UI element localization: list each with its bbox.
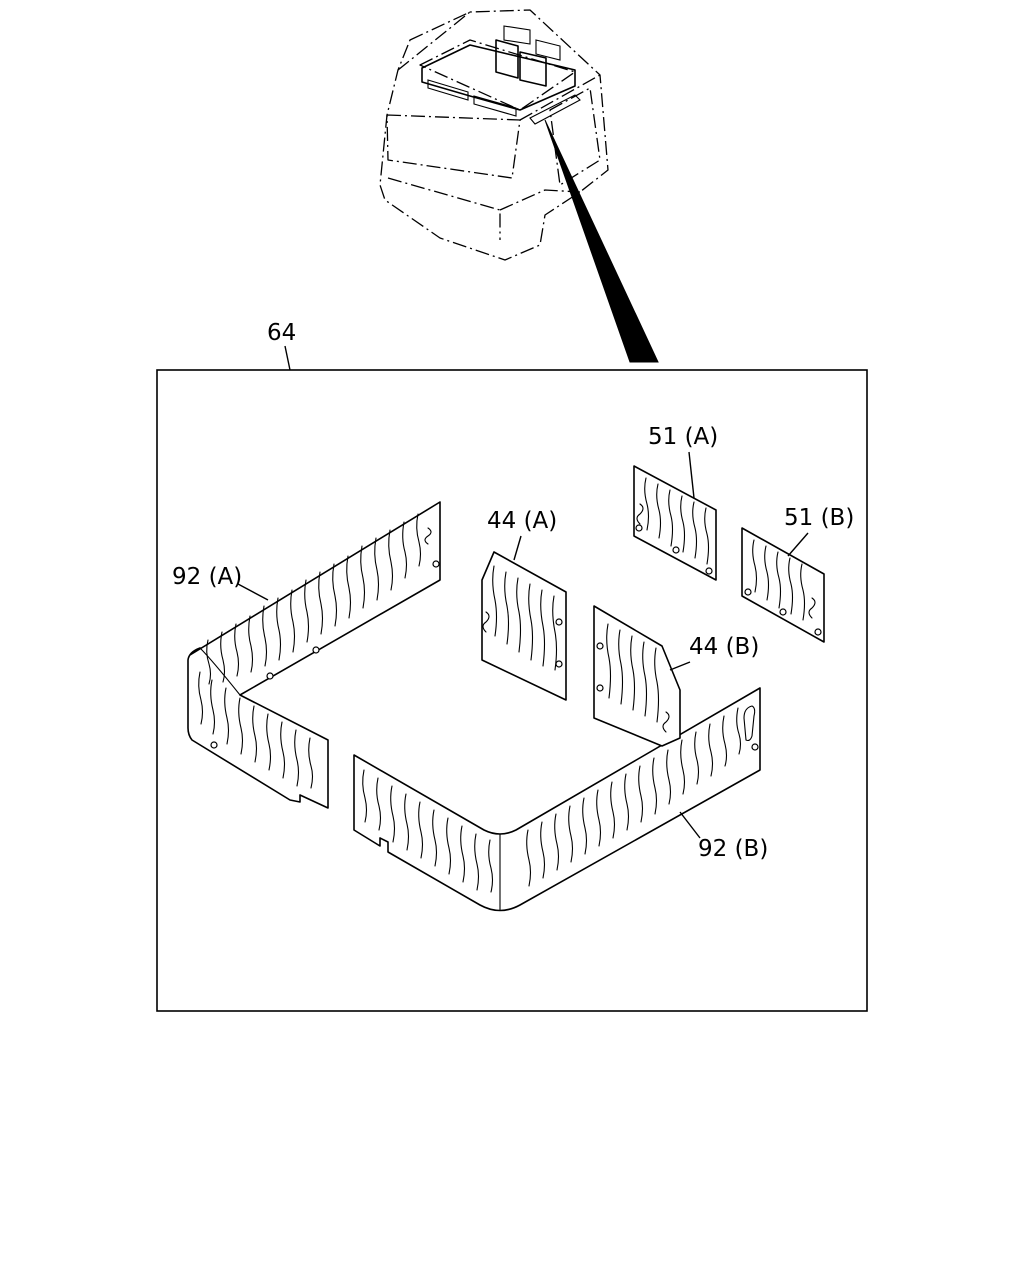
part-51a-upper-lining[interactable] bbox=[633, 465, 717, 581]
pattern-51a bbox=[644, 477, 710, 565]
pattern-44a bbox=[492, 565, 558, 671]
leader-assembly-64 bbox=[284, 345, 291, 371]
label-51b: 51 (B) bbox=[784, 505, 854, 531]
label-44b: 44 (B) bbox=[689, 634, 759, 660]
pattern-44b bbox=[606, 623, 660, 723]
label-assembly-64: 64 bbox=[267, 320, 296, 346]
part-92a-side-lining[interactable] bbox=[187, 501, 441, 809]
leader-51b bbox=[787, 532, 809, 557]
part-44a-rear-lining[interactable] bbox=[481, 551, 567, 701]
leader-92a bbox=[237, 583, 269, 601]
leader-51a bbox=[688, 451, 695, 499]
detail-frame bbox=[156, 369, 868, 1012]
label-51a: 51 (A) bbox=[648, 424, 718, 450]
leader-44b bbox=[669, 661, 691, 671]
vehicle-cab-illustration bbox=[379, 9, 609, 261]
label-44a: 44 (A) bbox=[487, 508, 557, 534]
leader-92b bbox=[679, 811, 701, 839]
label-92a: 92 (A) bbox=[172, 564, 242, 590]
label-92b: 92 (B) bbox=[698, 836, 768, 862]
pattern-51b bbox=[752, 539, 806, 621]
part-51b-upper-lining[interactable] bbox=[741, 527, 825, 643]
detail-indicator-wedge bbox=[544, 119, 659, 363]
pattern-92b bbox=[362, 707, 742, 893]
part-92b-side-lining[interactable] bbox=[353, 687, 761, 912]
part-44b-rear-lining[interactable] bbox=[593, 605, 681, 747]
leader-44a bbox=[513, 535, 522, 561]
pattern-92a bbox=[198, 513, 422, 789]
